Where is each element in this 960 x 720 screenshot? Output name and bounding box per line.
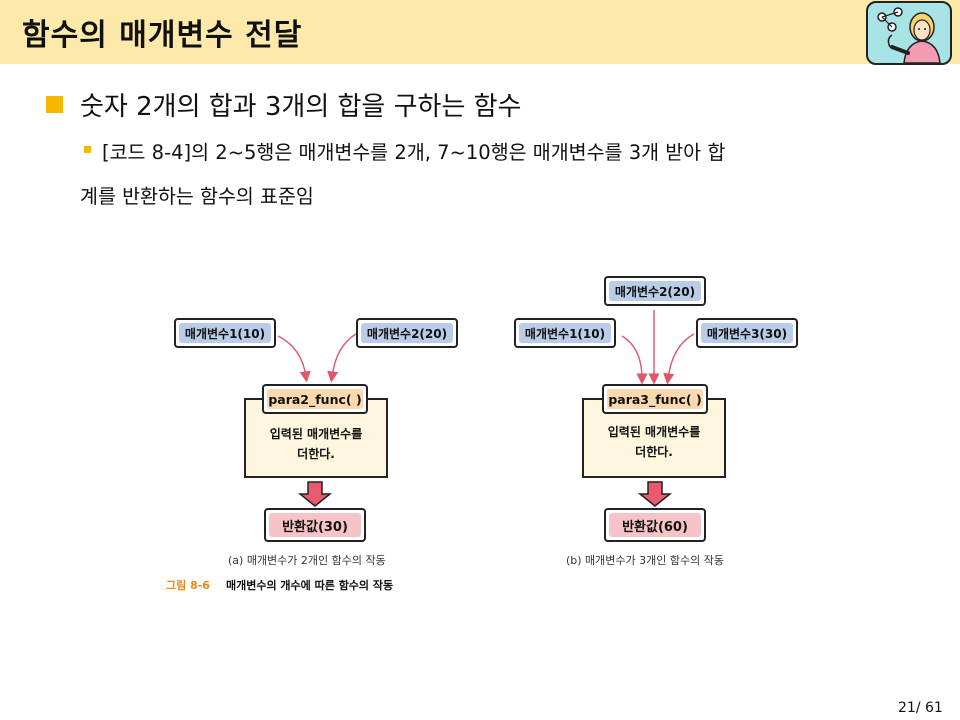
bullet-small-square-icon xyxy=(84,146,91,153)
return-value-left: 반환값(30) xyxy=(264,508,366,542)
flow-arrows xyxy=(277,310,695,507)
bullet-sub-text-line1: [코드 8-4]의 2~5행은 매개변수를 2개, 7~10행은 매개변수를 3… xyxy=(102,141,726,164)
figure-8-6: 매개변수1(10) 매개변수2(20) para2_func( ) 입력된 매개… xyxy=(160,262,810,602)
param2-label-right: 매개변수2(20) xyxy=(604,276,706,306)
figure-number: 그림 8-6 xyxy=(166,579,210,592)
function-name-right: para3_func( ) xyxy=(602,384,708,414)
slide-title: 함수의 매개변수 전달 xyxy=(22,18,303,53)
function-name-left: para2_func( ) xyxy=(262,384,368,414)
caption-left: (a) 매개변수가 2개인 함수의 작동 xyxy=(228,554,386,567)
slide-header: 함수의 매개변수 전달 xyxy=(0,0,960,65)
param3-label-right: 매개변수3(30) xyxy=(696,318,798,348)
presenter-avatar-icon xyxy=(866,1,952,65)
bullet-square-icon xyxy=(46,96,63,113)
function-desc-left: 입력된 매개변수를 더한다. xyxy=(269,427,363,461)
bullet-sub-text-line2: 계를 반환하는 함수의 표준임 xyxy=(80,185,314,208)
figure-title: 매개변수의 개수에 따른 함수의 작동 xyxy=(226,579,394,592)
bullet-main-text: 숫자 2개의 합과 3개의 합을 구하는 함수 xyxy=(80,92,522,122)
page-number: 21/ 61 xyxy=(898,700,943,716)
caption-right: (b) 매개변수가 3개인 함수의 작동 xyxy=(566,554,724,567)
function-desc-right: 입력된 매개변수를 더한다. xyxy=(607,425,701,459)
param2-label-left: 매개변수2(20) xyxy=(356,318,458,348)
return-value-right: 반환값(60) xyxy=(604,508,706,542)
param1-label-right: 매개변수1(10) xyxy=(514,318,616,348)
param1-label-left: 매개변수1(10) xyxy=(174,318,276,348)
